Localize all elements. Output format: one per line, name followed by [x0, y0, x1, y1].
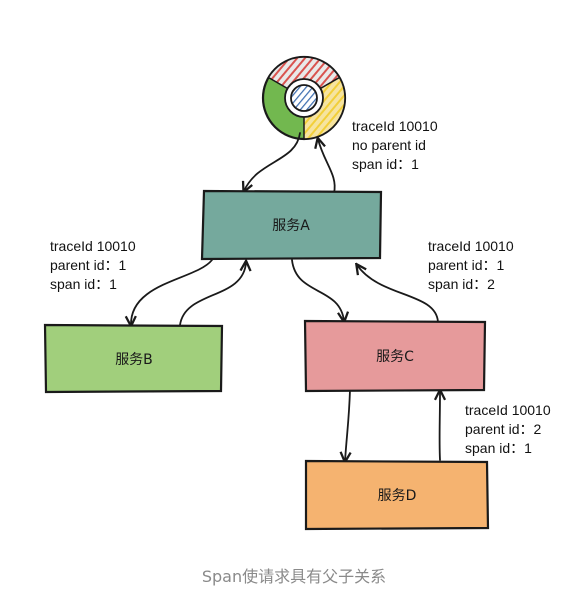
svg-text:traceId 10010: traceId 10010 [428, 238, 514, 254]
annotation-a-to-c: traceId 10010 parent id：1 span id：2 [428, 238, 514, 292]
annotation-browser-to-a: traceId 10010 no parent id span id：1 [352, 118, 438, 172]
node-service-d: 服务D [304, 459, 490, 531]
node-service-d-label: 服务D [378, 488, 417, 504]
arrow-c-to-a [357, 265, 439, 323]
node-service-a: 服务A [200, 189, 383, 261]
figure-caption: Span使请求具有父子关系 [201, 567, 387, 586]
svg-text:span id：1: span id：1 [465, 440, 532, 456]
node-service-c-label: 服务C [376, 349, 414, 365]
arrow-b-to-a [179, 262, 246, 326]
annotation-c-to-d: traceId 10010 parent id：2 span id：1 [465, 402, 551, 456]
arrow-c-to-d [345, 389, 350, 461]
svg-text:traceId 10010: traceId 10010 [465, 402, 551, 418]
node-service-a-label: 服务A [272, 218, 310, 234]
annotation-a-to-b: traceId 10010 parent id：1 span id：1 [50, 238, 136, 292]
arrow-a-to-c [291, 259, 344, 321]
arrow-a-to-b [131, 259, 213, 325]
svg-text:no parent id: no parent id [352, 137, 426, 153]
svg-text:parent id：1: parent id：1 [50, 257, 126, 273]
arrow-browser-to-a [244, 132, 301, 191]
node-service-b: 服务B [43, 323, 224, 394]
svg-text:parent id：2: parent id：2 [465, 421, 541, 437]
svg-text:traceId 10010: traceId 10010 [50, 238, 136, 254]
connectors [131, 132, 440, 461]
svg-text:span id：2: span id：2 [428, 276, 495, 292]
browser-icon [261, 55, 347, 141]
arrow-a-to-browser [318, 139, 336, 194]
svg-text:span id：1: span id：1 [352, 156, 419, 172]
node-service-c: 服务C [303, 319, 487, 393]
svg-text:parent id：1: parent id：1 [428, 257, 504, 273]
svg-text:traceId 10010: traceId 10010 [352, 118, 438, 134]
svg-text:span id：1: span id：1 [50, 276, 117, 292]
node-service-b-label: 服务B [115, 352, 153, 368]
